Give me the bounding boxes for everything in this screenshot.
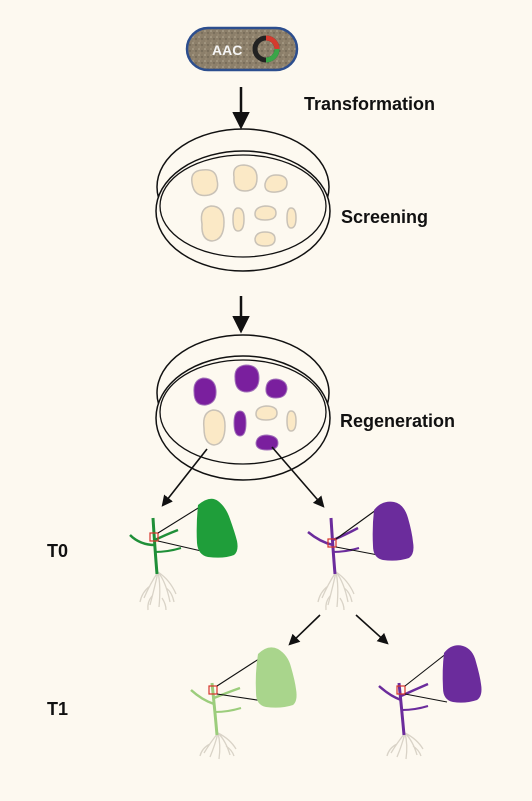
roots: [317, 571, 355, 611]
leaf-swatch-purple: [372, 501, 414, 561]
step-label-transformation: Transformation: [304, 94, 435, 114]
plasmid-ring-icon: [252, 35, 280, 63]
plant-t0-purple: [307, 501, 414, 611]
generation-label-t1: T1: [47, 699, 68, 719]
arrow-to-t0-purple: [271, 446, 325, 508]
roots: [139, 571, 177, 611]
calli-unpigmented-2: [202, 405, 297, 446]
plasmid-label: AAC: [212, 42, 242, 58]
zoom-box: [208, 685, 218, 695]
plasmid-aac: AAC: [185, 26, 299, 72]
calli-unpigmented: [190, 164, 297, 247]
step-label-regeneration: Regeneration: [340, 411, 455, 431]
leaf-swatch-purple-t1: [442, 645, 482, 703]
zoom-box: [396, 685, 406, 695]
roots: [199, 732, 237, 760]
leaf-swatch-light-green: [255, 647, 297, 708]
calli-purple: [193, 364, 288, 451]
plant-t0-green: [129, 498, 238, 611]
arrow-to-t1-green: [288, 614, 321, 646]
petri-dish-screening: [155, 128, 331, 272]
step-label-screening: Screening: [341, 207, 428, 227]
zoom-box: [149, 532, 159, 542]
roots: [386, 732, 424, 760]
petri-dish-regeneration: [155, 334, 331, 481]
plant-t1-purple: [378, 645, 482, 760]
zoom-box: [327, 538, 337, 548]
plant-t1-light-green: [190, 647, 297, 760]
arrow-to-t1-purple: [355, 614, 389, 645]
generation-label-t0: T0: [47, 541, 68, 561]
leaf-swatch-green: [196, 498, 238, 558]
arrow-to-t0-green: [161, 448, 208, 507]
